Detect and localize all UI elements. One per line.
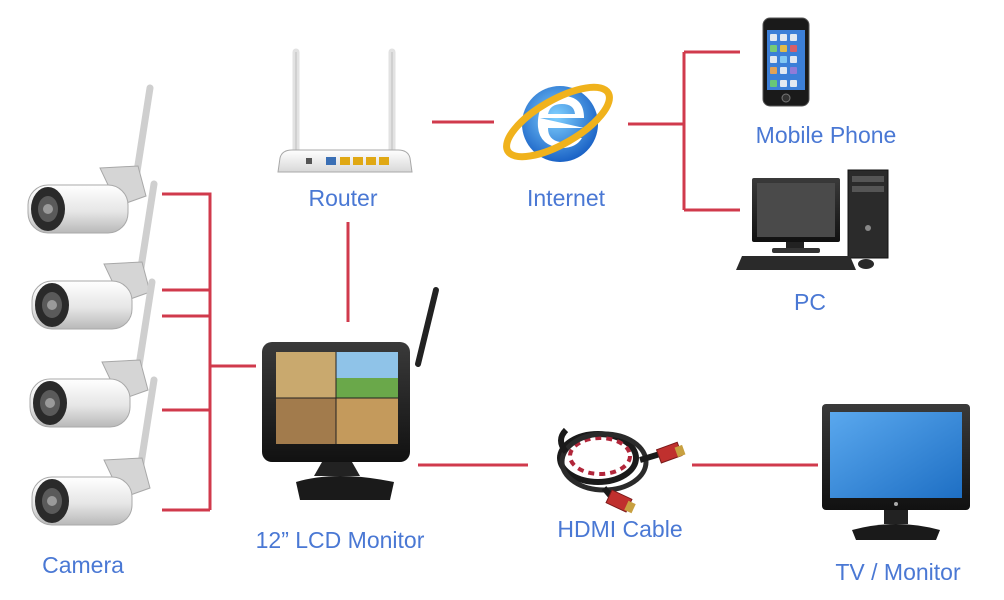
internet-explorer-icon	[503, 83, 613, 162]
connector-lines	[162, 50, 818, 512]
internet-label: Internet	[527, 185, 606, 211]
camera-label: Camera	[42, 552, 124, 578]
camera-group	[27, 84, 158, 526]
internet-to-devices-line	[628, 50, 740, 212]
mobile-phone-icon	[762, 17, 810, 107]
lcd-monitor-label: 12” LCD Monitor	[256, 527, 425, 553]
tv-monitor-label: TV / Monitor	[835, 559, 961, 585]
camera-icon	[29, 278, 156, 428]
camera-bus-line	[162, 192, 212, 512]
camera-icon	[31, 376, 158, 526]
pc-label: PC	[794, 289, 826, 315]
router-icon	[277, 48, 413, 173]
tv-monitor-icon	[822, 404, 970, 540]
camera-icon	[31, 180, 158, 330]
mobile-phone-label: Mobile Phone	[756, 122, 897, 148]
router-label: Router	[308, 185, 377, 211]
camera-icon	[27, 84, 154, 234]
lcd-monitor-icon	[262, 287, 439, 500]
hdmi-cable-icon	[557, 427, 686, 514]
hdmi-cable-label: HDMI Cable	[557, 516, 682, 542]
pc-icon	[736, 169, 889, 270]
